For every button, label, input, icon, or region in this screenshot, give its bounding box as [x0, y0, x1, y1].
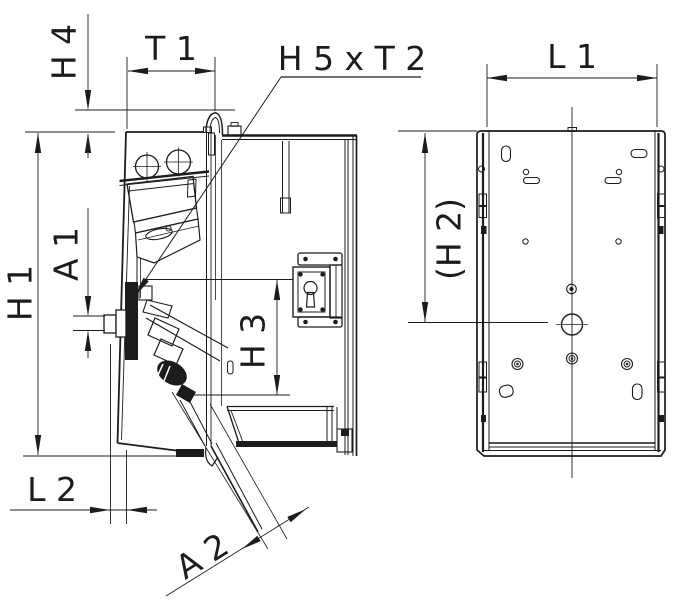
screw-heads: [133, 147, 193, 181]
printer-unit: [126, 175, 201, 300]
dim-label-a1: A 1: [47, 227, 86, 281]
dim-label-h3: H 3: [234, 313, 273, 369]
keyhole-icon: [303, 280, 318, 308]
side-view-cabinet: [116, 112, 358, 457]
dim-label-a2: A 2: [169, 525, 236, 587]
side-view: [103, 112, 358, 533]
output-flap: [205, 442, 263, 533]
dim-h1: H 1: [1, 131, 183, 457]
output-tray: [226, 405, 338, 447]
dim-h2: (H 2): [398, 130, 548, 323]
hex-screws: [511, 352, 634, 371]
dim-l2: L 2: [10, 344, 157, 524]
dim-label-h2: (H 2): [430, 198, 469, 280]
stud-mechanism: [103, 279, 293, 447]
mounting-holes: [498, 145, 648, 401]
dim-l1: L 1: [486, 37, 658, 127]
rear-panel: [476, 107, 666, 478]
dim-label-t1: T 1: [144, 29, 197, 68]
dim-label-h1: H 1: [1, 265, 40, 321]
dim-h4: H 4: [45, 14, 235, 158]
dim-a1: A 1: [47, 208, 105, 358]
dim-t1: T 1: [126, 29, 216, 129]
center-hole: [556, 313, 588, 336]
flange-details-left: [478, 165, 487, 422]
rear-view: [476, 107, 666, 478]
dim-label-h4: H 4: [45, 24, 84, 80]
lock-assembly: [292, 252, 343, 328]
dim-h5xt2: H 5 x T 2: [135, 39, 426, 296]
dim-label-l1: L 1: [547, 37, 597, 76]
center-screw: [566, 283, 577, 295]
dimensions: H 4 T 1 H 5 x T 2 H 1: [1, 14, 658, 597]
dim-label-h5xt2: H 5 x T 2: [278, 39, 426, 78]
dim-label-l2: L 2: [27, 470, 77, 509]
flange-details-right: [657, 165, 666, 422]
dim-h3: H 3: [177, 280, 290, 396]
